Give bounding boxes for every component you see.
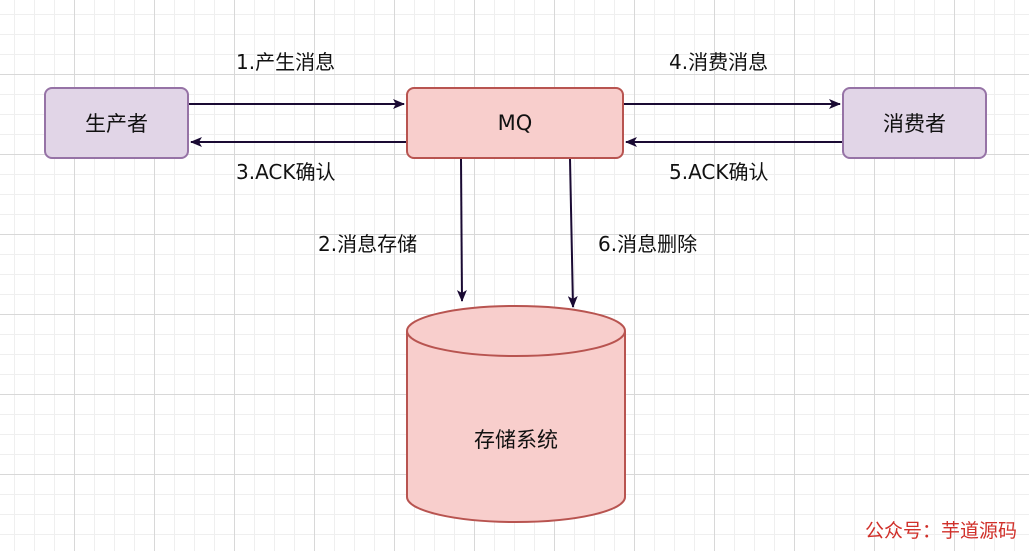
watermark: 公众号：芋道源码 — [864, 520, 1017, 542]
consumer-label: 消费者 — [883, 112, 946, 136]
producer-label: 生产者 — [85, 112, 148, 136]
edge-label-producer-ack: 3.ACK确认 — [236, 160, 336, 184]
edge-label-produce: 1.产生消息 — [236, 50, 336, 74]
mq-node: MQ — [406, 87, 624, 159]
storage-cylinder — [406, 305, 626, 523]
arrow-delete — [567, 158, 578, 308]
producer-node: 生产者 — [44, 87, 189, 159]
edge-label-delete: 6.消息删除 — [598, 232, 698, 256]
edge-label-consume: 4.消费消息 — [669, 50, 769, 74]
mq-label: MQ — [497, 111, 533, 135]
storage-label: 存储系统 — [474, 428, 558, 452]
edge-label-consumer-ack: 5.ACK确认 — [669, 160, 769, 184]
arrow-store — [456, 158, 467, 302]
consumer-node: 消费者 — [842, 87, 987, 159]
edge-label-store: 2.消息存储 — [318, 232, 418, 256]
